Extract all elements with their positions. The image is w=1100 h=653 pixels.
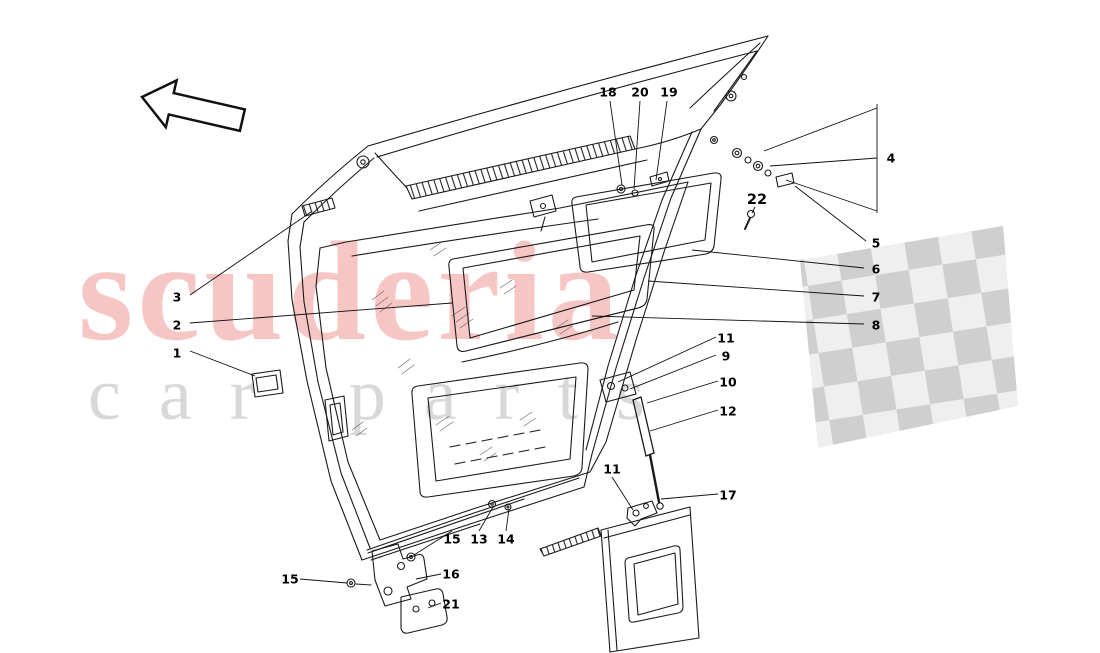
callout-6-6: 6: [871, 261, 881, 277]
checkered-flag-watermark: [800, 226, 1018, 448]
callout-11-16: 11: [603, 461, 621, 477]
callout-22-4: 22: [746, 192, 768, 208]
leader-lines: [189, 100, 878, 609]
callout-18-0: 18: [599, 84, 617, 100]
callout-7-7: 7: [871, 289, 881, 305]
callout-20-1: 20: [631, 84, 649, 100]
hood-drawing: [251, 35, 795, 653]
callout-12-15: 12: [719, 403, 737, 419]
callout-3-8: 3: [172, 289, 182, 305]
callout-9-13: 9: [721, 348, 731, 364]
callout-5-5: 5: [871, 235, 881, 251]
watermark-subtitle-text: car parts: [88, 354, 683, 436]
callout-2-9: 2: [172, 317, 182, 333]
callout-1-11: 1: [172, 345, 182, 361]
callout-13-19: 13: [470, 531, 488, 547]
callout-14-20: 14: [497, 531, 515, 547]
callout-15-21: 15: [281, 571, 299, 587]
callout-16-22: 16: [442, 566, 460, 582]
callout-11-12: 11: [717, 330, 735, 346]
callout-8-10: 8: [871, 317, 881, 333]
callout-17-17: 17: [719, 487, 737, 503]
callout-19-2: 19: [660, 84, 678, 100]
callout-21-23: 21: [442, 596, 460, 612]
callout-10-14: 10: [719, 374, 737, 390]
direction-arrow-icon: [140, 78, 247, 133]
callout-4-3: 4: [886, 150, 896, 166]
watermark-brand-text: scuderia: [78, 212, 623, 370]
callout-15-18: 15: [443, 531, 461, 547]
